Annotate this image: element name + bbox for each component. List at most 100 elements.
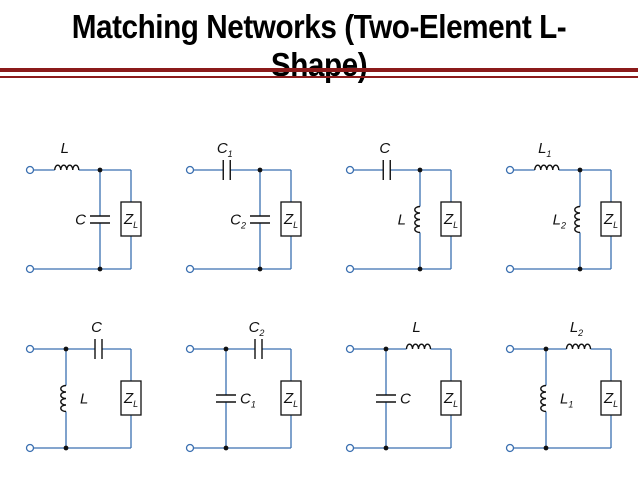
component-label: C1 [240, 391, 256, 410]
input-terminal [345, 165, 355, 175]
component-symbol: L [553, 212, 561, 229]
input-terminal [185, 344, 195, 354]
junction-dot [383, 445, 389, 451]
load-impedance [280, 380, 302, 416]
inductor-coil [60, 384, 67, 413]
component-subscript: L [613, 399, 618, 409]
inductor-coil [565, 343, 592, 350]
component-subscript: 1 [228, 149, 233, 159]
component-symbol: Z [123, 211, 134, 228]
slide-title: Matching Networks (Two-Element L-Shape) [71, 8, 567, 83]
component-label: C2 [249, 319, 265, 338]
component-symbol: C [75, 212, 86, 229]
component-label: ZL [283, 211, 298, 230]
junction-dot [543, 346, 549, 352]
component-label: L [412, 319, 420, 336]
title-rule-thin [0, 76, 638, 78]
component-label: ZL [283, 390, 298, 409]
component-subscript: L [133, 220, 138, 230]
component-symbol: C [400, 391, 411, 408]
title-rule-thick [0, 68, 638, 72]
component-symbol: Z [283, 390, 294, 407]
component-symbol: L [80, 391, 88, 408]
input-terminal [505, 165, 515, 175]
component-label: ZL [443, 211, 458, 230]
junction-dot [383, 346, 389, 352]
component-label: L1 [560, 391, 573, 410]
junction-dot [417, 167, 423, 173]
component-label: C [91, 319, 102, 336]
component-subscript: 2 [240, 221, 246, 231]
junction-dot [257, 167, 263, 173]
component-label: ZL [603, 211, 618, 230]
inductor-coil [540, 384, 547, 413]
junction-dot [257, 266, 263, 272]
component-subscript: 2 [577, 328, 583, 338]
inductor-coil [574, 205, 581, 234]
component-symbol: Z [443, 211, 454, 228]
component-label: L [80, 391, 88, 408]
component-symbol: C [217, 140, 228, 157]
input-terminal [185, 443, 195, 453]
component-subscript: 2 [560, 221, 566, 231]
component-symbol: L [398, 212, 406, 229]
component-symbol: Z [603, 390, 614, 407]
component-symbol: Z [443, 390, 454, 407]
component-subscript: L [293, 399, 298, 409]
component-label: ZL [123, 211, 138, 230]
component-symbol: C [249, 319, 260, 336]
component-subscript: 1 [568, 400, 573, 410]
component-label: L [61, 140, 69, 157]
component-label: L2 [570, 319, 583, 338]
component-symbol: Z [603, 211, 614, 228]
load-impedance [120, 380, 142, 416]
load-impedance [440, 201, 462, 237]
input-terminal [505, 344, 515, 354]
component-label: C2 [230, 212, 246, 231]
component-symbol: Z [123, 390, 134, 407]
input-terminal [185, 264, 195, 274]
component-subscript: L [613, 220, 618, 230]
component-subscript: 1 [251, 400, 256, 410]
input-terminal [185, 165, 195, 175]
junction-dot [97, 266, 103, 272]
junction-dot [577, 167, 583, 173]
component-label: L1 [538, 140, 551, 159]
inductor-coil [414, 205, 421, 234]
component-label: C [75, 212, 86, 229]
junction-dot [543, 445, 549, 451]
input-terminal [505, 264, 515, 274]
component-symbol: Z [283, 211, 294, 228]
component-subscript: L [453, 399, 458, 409]
junction-dot [223, 445, 229, 451]
inductor-coil [534, 164, 560, 171]
component-subscript: L [293, 220, 298, 230]
input-terminal [25, 264, 35, 274]
component-symbol: L [538, 140, 546, 157]
input-terminal [25, 344, 35, 354]
inductor-coil [54, 164, 80, 171]
component-label: C1 [217, 140, 233, 159]
component-symbol: L [412, 319, 420, 336]
input-terminal [505, 443, 515, 453]
input-terminal [25, 443, 35, 453]
component-label: ZL [443, 390, 458, 409]
component-symbol: C [240, 391, 251, 408]
junction-dot [223, 346, 229, 352]
component-label: C [400, 391, 411, 408]
component-subscript: L [133, 399, 138, 409]
component-subscript: 2 [258, 328, 264, 338]
junction-dot [417, 266, 423, 272]
component-symbol: C [230, 212, 241, 229]
component-symbol: C [91, 319, 102, 336]
load-impedance [600, 380, 622, 416]
component-label: ZL [603, 390, 618, 409]
component-subscript: L [453, 220, 458, 230]
